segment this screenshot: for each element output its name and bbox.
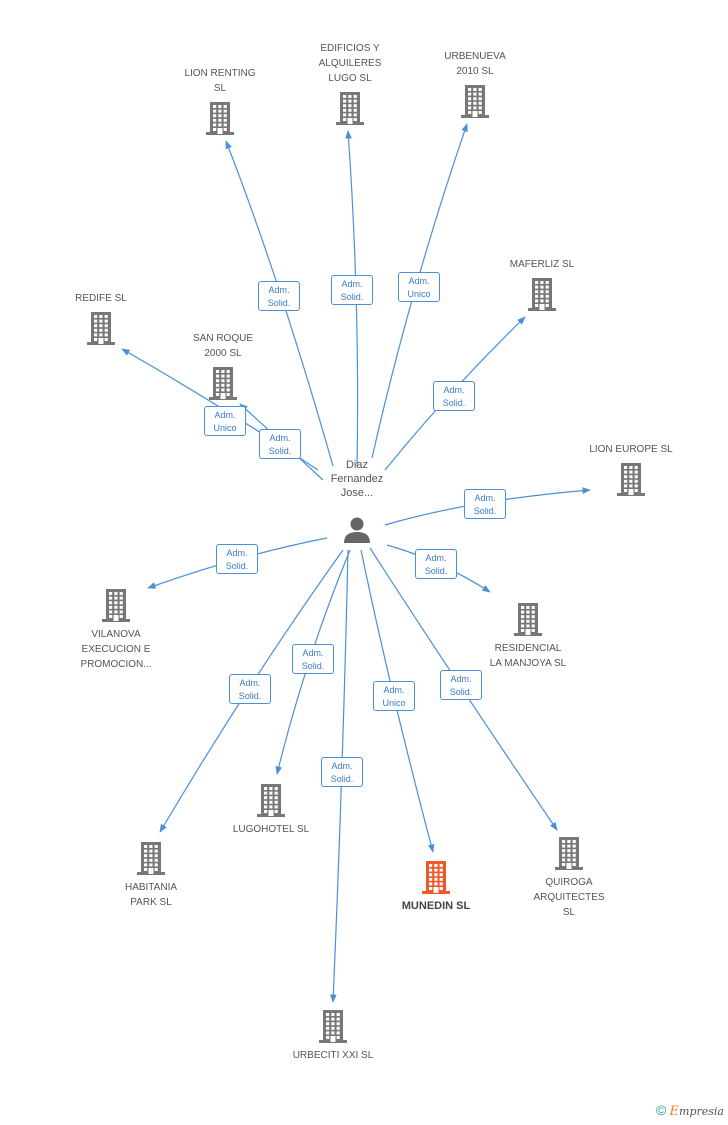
building-icon xyxy=(422,861,450,894)
relation-badge-lion-europe: Adm.Solid. xyxy=(464,489,506,519)
relation-badge-san-roque-2000: Adm.Solid. xyxy=(259,429,301,459)
relation-badge-quiroga-arquitectes: Adm.Solid. xyxy=(440,670,482,700)
relation-badge-residencial-la-manjoya: Adm.Solid. xyxy=(415,549,457,579)
building-icon xyxy=(87,312,115,345)
relation-badge-urbeciti-xxi: Adm.Solid. xyxy=(321,757,363,787)
person-icon xyxy=(344,517,370,543)
company-label: REDIFE SL xyxy=(75,293,127,304)
relation-badge-edificios-alquileres-lugo: Adm.Solid. xyxy=(331,275,373,305)
empresia-footer: © Empresia xyxy=(656,1102,724,1119)
building-icon xyxy=(206,102,234,135)
building-icon xyxy=(209,367,237,400)
relation-badge-vilanova-execucion: Adm.Solid. xyxy=(216,544,258,574)
building-icon xyxy=(319,1010,347,1043)
relation-badge-munedin: Adm.Unico xyxy=(373,681,415,711)
building-icon xyxy=(137,842,165,875)
building-icon xyxy=(257,784,285,817)
relation-badge-maferliz: Adm.Solid. xyxy=(433,381,475,411)
relation-badge-lion-renting: Adm.Solid. xyxy=(258,281,300,311)
building-icon xyxy=(102,589,130,622)
relation-badge-urbenueva-2010: Adm.Unico xyxy=(398,272,440,302)
company-label: MUNEDIN SL xyxy=(401,900,471,912)
company-label: URBECITI XXI SL xyxy=(292,1050,374,1061)
relation-badge-habitania-park: Adm.Solid. xyxy=(229,674,271,704)
building-icon xyxy=(514,603,542,636)
building-icon xyxy=(461,85,489,118)
brand-name: mpresia xyxy=(679,1105,724,1118)
building-icon xyxy=(336,92,364,125)
relation-badge-lugohotel: Adm.Solid. xyxy=(292,644,334,674)
company-label: LION EUROPE SL xyxy=(589,444,673,455)
building-icon xyxy=(555,837,583,870)
brand-initial: E xyxy=(669,1104,680,1119)
company-label: LUGOHOTEL SL xyxy=(232,824,310,835)
relation-badge-redife: Adm.Unico xyxy=(204,406,246,436)
building-icon xyxy=(528,278,556,311)
building-icon xyxy=(617,463,645,496)
copyright-icon: © xyxy=(655,1102,667,1118)
company-label: MAFERLIZ SL xyxy=(509,259,575,270)
